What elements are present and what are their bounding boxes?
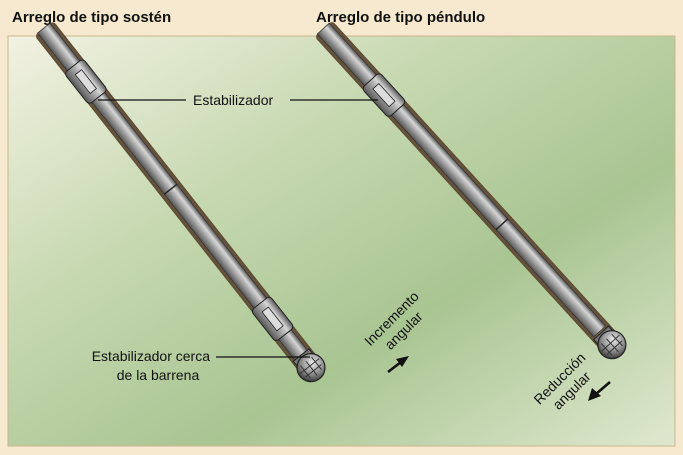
arrow-up-right-icon xyxy=(387,356,409,374)
header-pendulum-assembly: Arreglo de tipo péndulo xyxy=(316,9,486,26)
packed-bha xyxy=(36,22,326,383)
diagram-panel xyxy=(7,35,676,447)
arrow-down-left-icon xyxy=(588,381,611,401)
drill-bit-icon xyxy=(592,325,627,360)
near-bit-stabilizer-icon xyxy=(251,296,294,341)
near-bit-stabilizer-label-line1: Estabilizador cerca xyxy=(92,348,210,364)
pendulum-bha xyxy=(316,22,627,360)
header-packed-assembly: Arreglo de tipo sostén xyxy=(12,9,172,26)
stabilizer-label: Estabilizador xyxy=(193,92,273,108)
drill-bit-icon xyxy=(292,348,326,383)
stabilizer-icon xyxy=(362,73,406,117)
stabilizer-icon xyxy=(65,59,107,104)
near-bit-stabilizer-label-line2: de la barrena xyxy=(117,367,200,383)
